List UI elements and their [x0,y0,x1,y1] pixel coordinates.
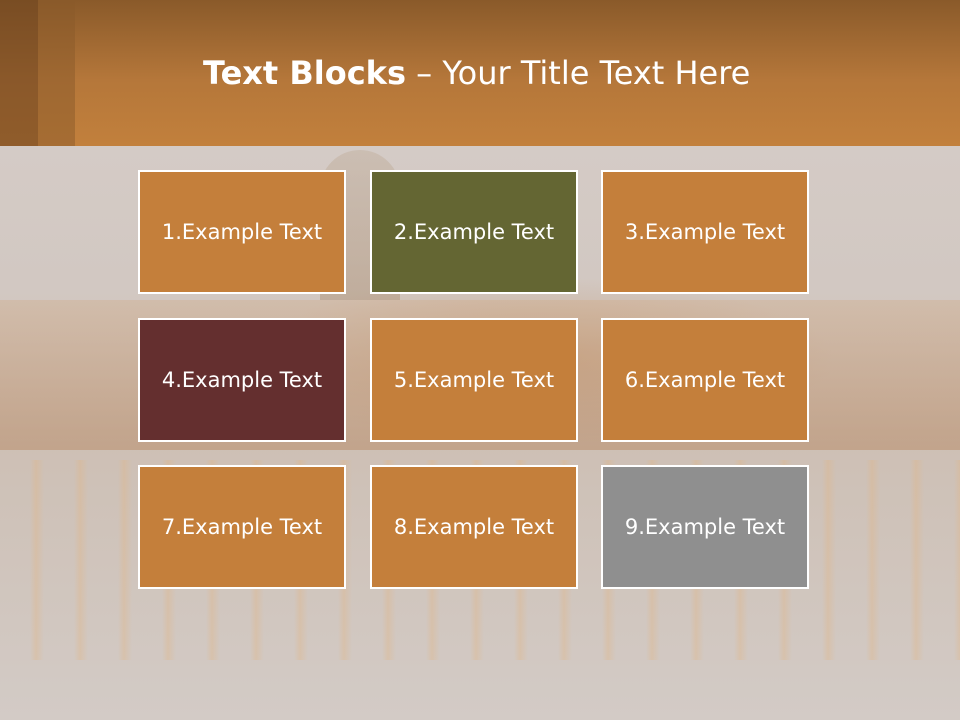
text-block-5[interactable]: 5.Example Text [370,318,578,442]
text-block-8[interactable]: 8.Example Text [370,465,578,589]
text-block-label: 4.Example Text [161,368,323,392]
title-separator: – [406,54,443,92]
text-block-1[interactable]: 1.Example Text [138,170,346,294]
title-bar: Text Blocks – Your Title Text Here [0,0,960,146]
text-block-label: 1.Example Text [161,220,323,244]
text-block-6[interactable]: 6.Example Text [601,318,809,442]
text-block-label: 9.Example Text [624,515,786,539]
text-block-label: 3.Example Text [624,220,786,244]
text-block-4[interactable]: 4.Example Text [138,318,346,442]
title-bold: Text Blocks [203,54,406,92]
text-block-label: 2.Example Text [393,220,555,244]
accent-stripe-left [0,0,38,146]
text-block-label: 8.Example Text [393,515,555,539]
accent-stripe-right [38,0,75,146]
text-block-2[interactable]: 2.Example Text [370,170,578,294]
slide-title: Text Blocks – Your Title Text Here [203,54,750,98]
text-block-label: 5.Example Text [393,368,555,392]
text-block-label: 6.Example Text [624,368,786,392]
text-block-3[interactable]: 3.Example Text [601,170,809,294]
text-block-9[interactable]: 9.Example Text [601,465,809,589]
text-block-7[interactable]: 7.Example Text [138,465,346,589]
title-rest: Your Title Text Here [442,54,751,92]
text-block-label: 7.Example Text [161,515,323,539]
